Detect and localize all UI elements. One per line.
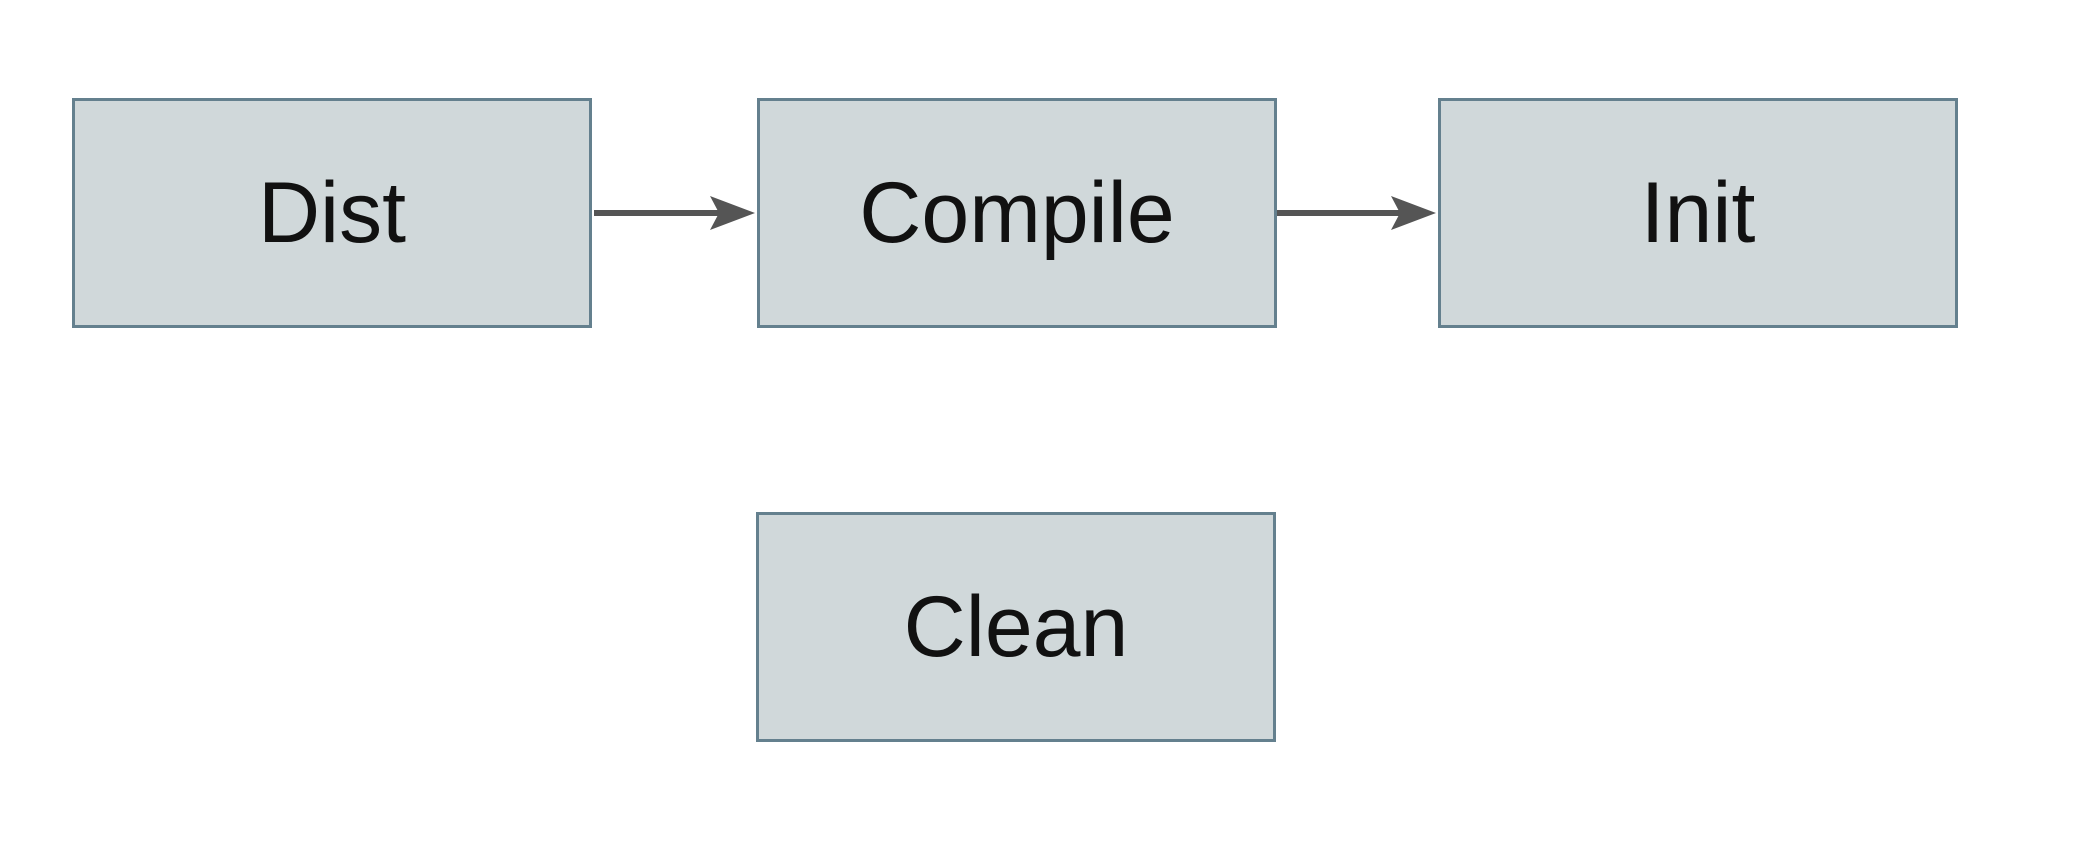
arrow-compile-to-init [1277, 196, 1436, 230]
node-compile: Compile [757, 98, 1277, 328]
node-dist: Dist [72, 98, 592, 328]
node-init-label: Init [1640, 165, 1756, 261]
node-clean-label: Clean [903, 579, 1129, 675]
node-dist-label: Dist [257, 165, 407, 261]
node-init: Init [1438, 98, 1958, 328]
node-compile-label: Compile [859, 165, 1175, 261]
node-clean: Clean [756, 512, 1276, 742]
arrow-dist-to-compile [594, 196, 755, 230]
